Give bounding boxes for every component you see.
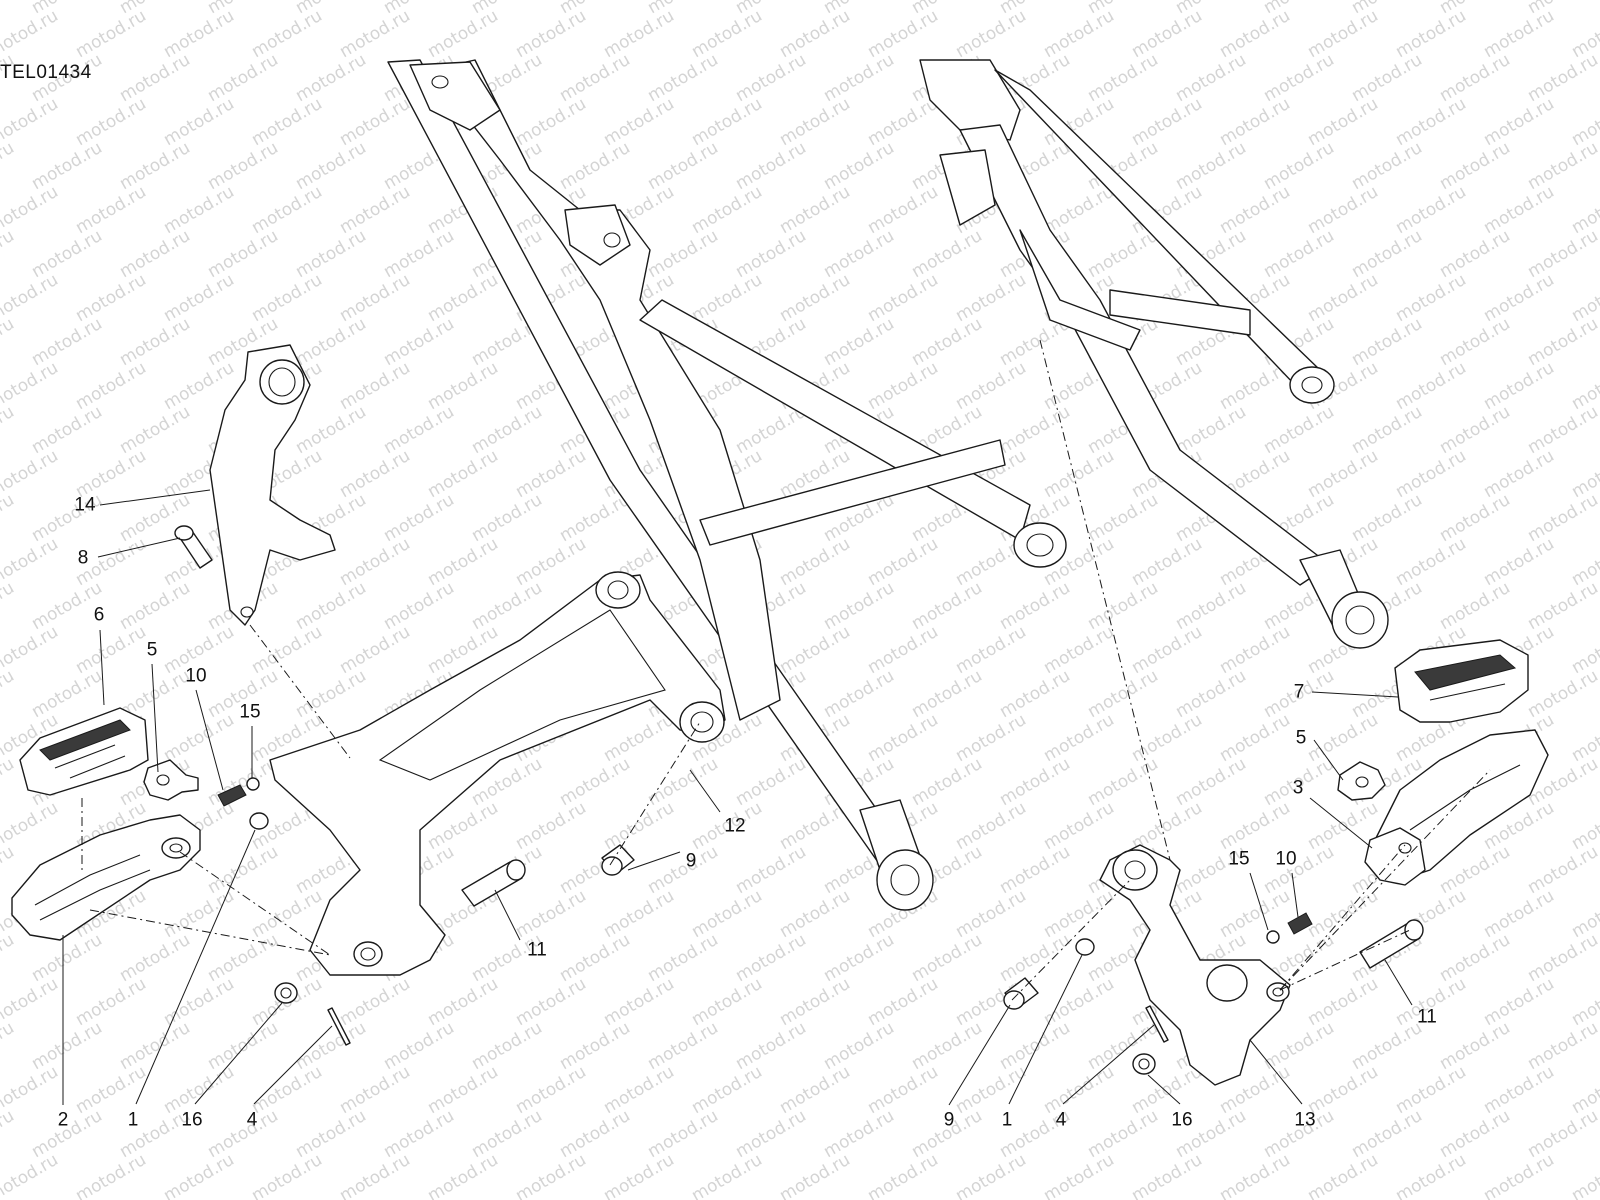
callout-16: 16 bbox=[181, 1109, 203, 1131]
ball-15 bbox=[246, 777, 260, 791]
spring-clip-5 bbox=[143, 759, 199, 801]
callout-4: 4 bbox=[246, 1109, 258, 1131]
spring-10 bbox=[217, 784, 247, 807]
footpeg-bracket-12 bbox=[269, 571, 726, 976]
callout-11: 11 bbox=[1417, 1006, 1437, 1028]
callout-12: 12 bbox=[724, 815, 746, 837]
spring-10-right bbox=[1287, 912, 1313, 935]
footpeg-bracket-13 bbox=[1099, 844, 1291, 1086]
callout-3: 3 bbox=[1292, 777, 1304, 799]
callout-15: 15 bbox=[1228, 848, 1250, 870]
callout-1: 1 bbox=[127, 1109, 139, 1131]
callout-9: 9 bbox=[685, 850, 697, 872]
callout-5: 5 bbox=[1295, 727, 1307, 749]
bolt-8 bbox=[174, 525, 213, 569]
callout-15: 15 bbox=[239, 701, 261, 723]
rear-subframe-right bbox=[919, 59, 1389, 649]
screw-9-right bbox=[1003, 977, 1039, 1010]
footpeg-6-base bbox=[11, 814, 201, 941]
callout-6: 6 bbox=[93, 604, 105, 626]
callout-16: 16 bbox=[1171, 1109, 1193, 1131]
callout-5: 5 bbox=[146, 639, 158, 661]
washer-16-right bbox=[1132, 1053, 1156, 1075]
diagram-code: TEL01434 bbox=[0, 62, 92, 83]
footpeg-rubber-6 bbox=[19, 707, 149, 796]
plunger-1 bbox=[249, 812, 269, 830]
assembly-lines bbox=[81, 339, 1491, 1001]
callout-9: 9 bbox=[943, 1109, 955, 1131]
callout-14: 14 bbox=[74, 494, 96, 516]
washer-16 bbox=[274, 982, 298, 1004]
cotter-pin-4-right bbox=[1145, 1005, 1169, 1043]
screw-9-left bbox=[601, 844, 635, 876]
callout-4: 4 bbox=[1055, 1109, 1067, 1131]
heel-guard-14 bbox=[209, 344, 336, 626]
callout-10: 10 bbox=[1275, 848, 1297, 870]
plunger-1-right bbox=[1075, 938, 1095, 956]
callout-11: 11 bbox=[527, 939, 547, 961]
ball-15-right bbox=[1266, 930, 1280, 944]
callout-13: 13 bbox=[1294, 1109, 1316, 1131]
callout-1: 1 bbox=[1001, 1109, 1013, 1131]
leader-lines bbox=[62, 489, 1413, 1106]
cotter-pin-4 bbox=[327, 1007, 351, 1046]
spring-clip-5-right bbox=[1337, 761, 1386, 801]
rear-subframe-left bbox=[387, 59, 1067, 911]
callout-2: 2 bbox=[57, 1109, 69, 1131]
pin-11-right bbox=[1359, 919, 1424, 969]
callout-7: 7 bbox=[1293, 681, 1305, 703]
pin-11 bbox=[461, 859, 526, 907]
callout-10: 10 bbox=[185, 665, 207, 687]
callout-8: 8 bbox=[77, 547, 89, 569]
footpeg-rubber-7 bbox=[1394, 639, 1529, 723]
